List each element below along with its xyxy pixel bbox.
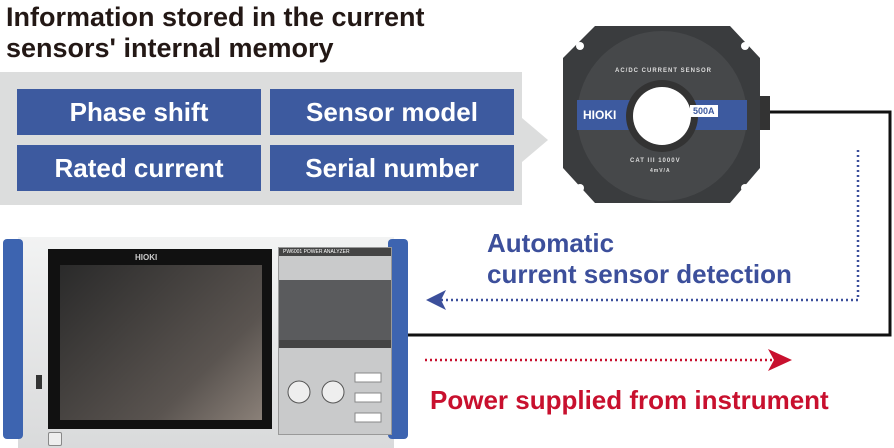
- control-panel: PW6001 POWER ANALYZER: [278, 247, 392, 435]
- detection-line: [440, 150, 860, 302]
- panel-pointer: [522, 118, 548, 162]
- power-arrowhead: [768, 349, 792, 371]
- item-phase-shift: Phase shift: [17, 89, 261, 135]
- sensor-cable: [408, 110, 892, 337]
- item-rated-current: Rated current: [17, 145, 261, 191]
- power-label: Power supplied from instrument: [430, 385, 829, 415]
- sensor-logo: HIOKI: [583, 108, 617, 122]
- detection-arrowhead: [426, 290, 446, 310]
- display-screen: [60, 265, 262, 420]
- usb-port: [36, 375, 42, 389]
- page-title: Information stored in the current sensor…: [6, 2, 425, 63]
- instrument-logo: HIOKI: [135, 253, 158, 262]
- item-serial-number: Serial number: [270, 145, 514, 191]
- power-button[interactable]: [48, 432, 62, 446]
- left-handle: [3, 239, 23, 439]
- detection-label: Automatic current sensor detection: [487, 228, 792, 289]
- item-sensor-model: Sensor model: [270, 89, 514, 135]
- right-handle: [388, 239, 408, 439]
- power-analyzer: HIOKI PW6001 POWER ANALYZER: [0, 237, 410, 448]
- current-sensor: AC/DC CURRENT SENSOR HIOKI 500A CAT III …: [555, 18, 770, 208]
